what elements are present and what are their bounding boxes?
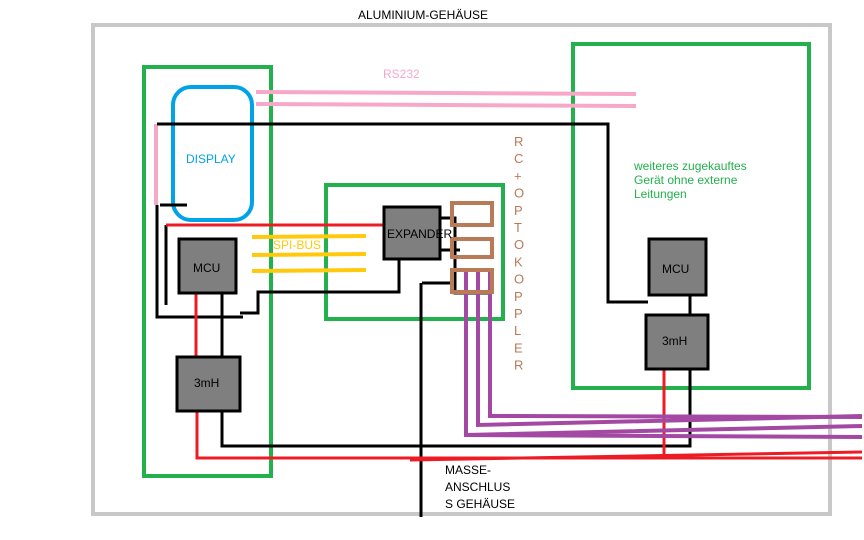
rc-optokoppler-letter: O [514,237,524,252]
display-label: DISPLAY [186,152,236,166]
rc-optokoppler-letter: L [514,323,521,338]
ground-text-line-3: S GEHÄUSE [445,497,515,511]
rc-optokoppler-letter: T [514,220,522,235]
rc-optokoppler-letter: R [514,358,523,373]
inductor-left-label: 3mH [194,376,219,390]
optocoupler-2 [450,237,494,259]
rc-optokoppler-letter: P [514,203,523,218]
rc-optokoppler-letter: C [514,151,523,166]
rs232-lines [154,90,637,205]
display-box [171,85,254,222]
center-board [324,183,505,321]
rc-optokoppler-letter: E [514,340,523,355]
rc-optokoppler-letter: O [514,186,524,201]
device-description: weiteres zugekauftes Gerät ohne externe … [633,159,747,201]
device-text-line-1: weiteres zugekauftes [633,159,747,173]
expander-label: EXPANDER [387,227,452,241]
spi-bus-label: SPI-BUS [273,238,321,252]
rc-optokoppler-letter: R [514,134,523,149]
optocoupler-3 [450,268,494,294]
inductor-right [644,313,710,371]
optocouplers [450,201,494,294]
rc-optokoppler-letter: P [514,289,523,304]
spi-bus-lines [251,234,367,273]
rc-optokoppler-letter: O [514,272,524,287]
ground-text-line-1: MASSE- [445,463,491,477]
housing-label: ALUMINIUM-GEHÄUSE [358,8,488,22]
optocoupler-1 [450,201,494,227]
rs232-label: RS232 [383,67,420,81]
housing-outline [91,23,832,516]
device-text-line-3: Leitungen [634,187,687,201]
expander-chip [382,205,442,261]
rc-optokoppler-letter: P [514,306,523,321]
ground-annotation: MASSE- ANSCHLUS S GEHÄUSE [445,463,515,511]
mcu-left-chip [177,237,238,295]
rc-optokoppler-letter: K [514,254,523,269]
mcu-left-label: MCU [193,261,220,275]
inductor-left [175,355,242,413]
mcu-right-chip [647,237,708,297]
inductor-right-label: 3mH [662,334,687,348]
rc-optokoppler-letter: + [514,168,522,183]
device-text-line-2: Gerät ohne externe [634,173,738,187]
power-wires [166,223,863,462]
mcu-right-label: MCU [662,262,689,276]
signal-wires [464,270,863,439]
ground-text-line-2: ANSCHLUS [445,480,510,494]
